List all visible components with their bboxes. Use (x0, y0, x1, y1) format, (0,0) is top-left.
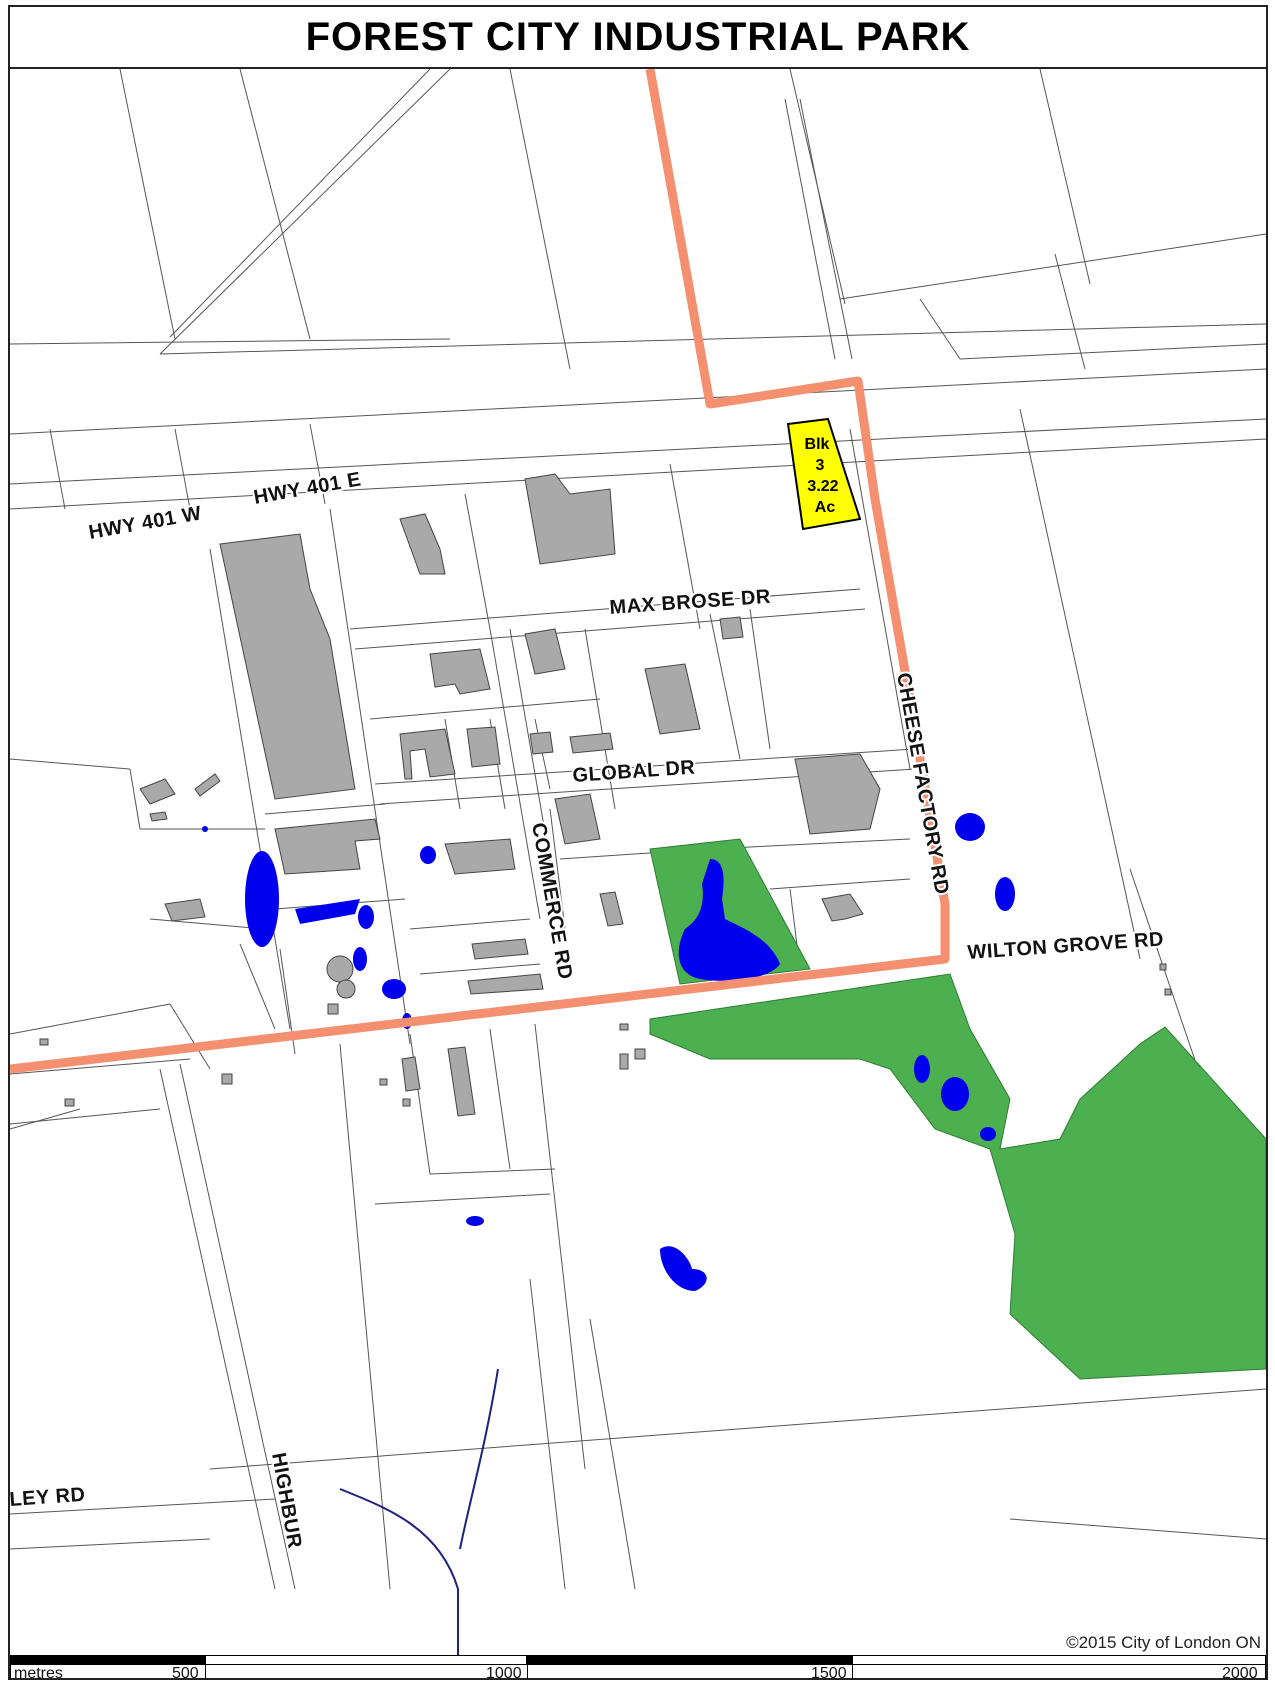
stream (339, 1368, 499, 1655)
scale-segment-3 (527, 1655, 852, 1665)
water-bodies (202, 813, 1015, 1291)
scale-unit-label: metres (14, 1665, 63, 1682)
scale-tick-4 (1265, 1665, 1266, 1679)
scale-segment-2 (205, 1655, 527, 1665)
scale-tick-2 (527, 1665, 528, 1679)
parcel-label-line2: 3 (816, 457, 825, 474)
scale-bar: metres 500 1000 1500 2000 (10, 1655, 1266, 1682)
road-label-global: GLOBAL DR (572, 756, 696, 787)
parcel-label-line3: 3.22 (807, 478, 838, 495)
road-label-max-brose: MAX BROSE DR (609, 586, 772, 619)
scale-label-1500: 1500 (811, 1665, 847, 1682)
scale-segment-1 (10, 1655, 205, 1665)
scale-tick-1 (205, 1665, 206, 1679)
map-title: FOREST CITY INDUSTRIAL PARK (305, 14, 971, 59)
map-area: Blk 3 3.22 Ac HWY 401 W HWY 401 E MAX BR… (10, 69, 1266, 1655)
title-bar: FOREST CITY INDUSTRIAL PARK (8, 5, 1268, 69)
buildings (39, 473, 1172, 1117)
map-frame (8, 5, 1268, 1680)
scale-segment-4 (852, 1655, 1266, 1665)
parcel-label-line1: Blk (805, 436, 830, 453)
road-label-cheese-factory: CHEESE FACTORY RD (892, 671, 953, 896)
road-label-highbur: HIGHBUR (267, 1451, 305, 1550)
road-label-hwy401e: HWY 401 E (252, 468, 363, 509)
park-boundary (10, 69, 950, 1074)
road-label-commerce: COMMERCE RD (527, 821, 576, 981)
scale-tick-0 (10, 1665, 11, 1679)
parcel-lines (10, 69, 1266, 1590)
road-label-ley: LEY RD (10, 1484, 86, 1511)
scale-label-500: 500 (172, 1665, 199, 1682)
parcel-block-3[interactable]: Blk 3 3.22 Ac (786, 417, 862, 531)
parcel-label-line4: Ac (815, 499, 836, 516)
map-canvas: Blk 3 3.22 Ac HWY 401 W HWY 401 E MAX BR… (10, 69, 1266, 1655)
scale-label-1000: 1000 (486, 1665, 522, 1682)
road-label-hwy401w: HWY 401 W (87, 502, 203, 543)
scale-label-2000: 2000 (1222, 1665, 1258, 1682)
scale-tick-3 (852, 1665, 853, 1679)
road-label-wilton-grove: WILTON GROVE RD (967, 928, 1165, 964)
copyright-notice: ©2015 City of London ON (1066, 1633, 1261, 1653)
